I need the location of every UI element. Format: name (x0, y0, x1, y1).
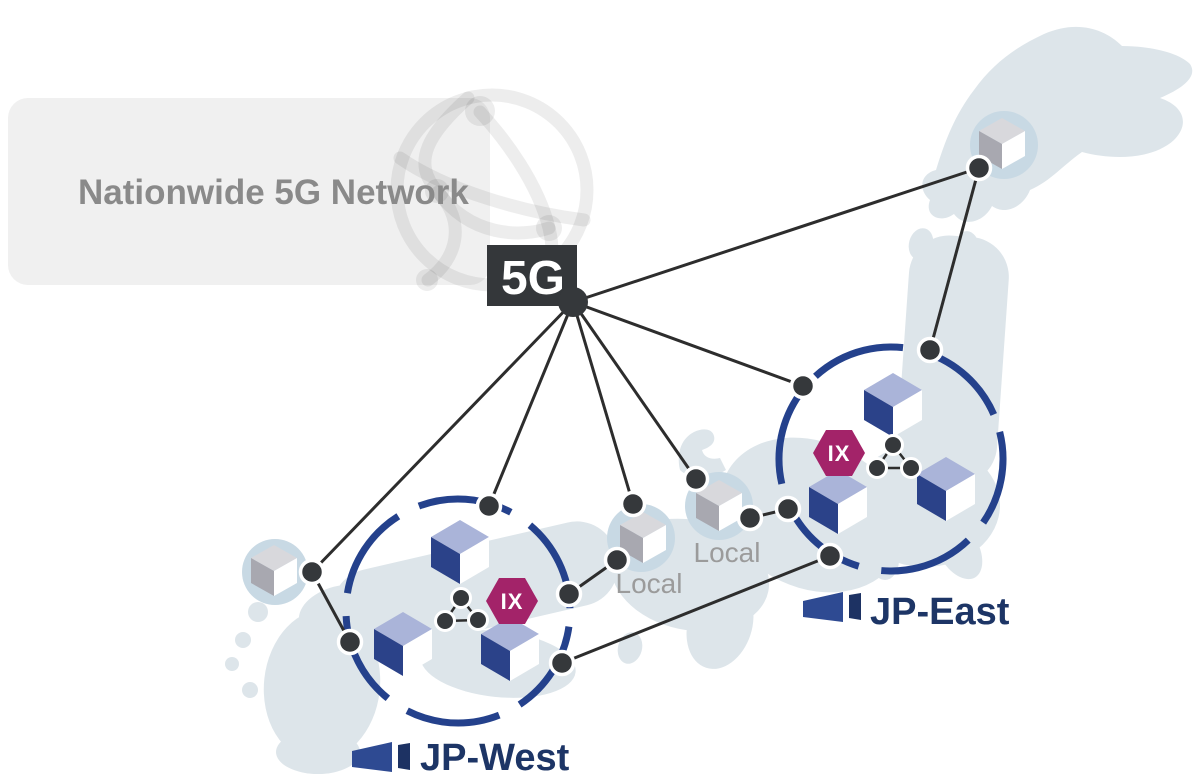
cluster-node (882, 434, 904, 456)
network-link (487, 301, 575, 507)
network-link (572, 166, 980, 304)
page-title: Nationwide 5G Network (78, 173, 469, 212)
region-label-jp-west: JP-West (420, 737, 570, 776)
network-link (310, 571, 352, 643)
server-cube-gray (696, 480, 742, 531)
server-cube-blue (431, 520, 489, 584)
network-node (298, 558, 326, 586)
globe-network-icon (390, 88, 594, 292)
network-node (736, 504, 764, 532)
network-link (571, 301, 635, 505)
title-banner: Nationwide 5G Network (8, 88, 594, 292)
network-node (965, 154, 993, 182)
hub-5g-label: 5G (501, 252, 565, 305)
server-cube-blue (864, 373, 922, 437)
cluster-node (866, 457, 888, 479)
network-link (572, 300, 804, 388)
server-cube-blue (374, 612, 432, 676)
server-cube-blue (917, 457, 975, 521)
local-hub-label: Local (694, 537, 761, 568)
server-cube-gray (251, 545, 297, 596)
network-node (603, 546, 631, 574)
ix-badge-label: IX (828, 441, 851, 466)
network-node (619, 490, 647, 518)
network-node (336, 628, 364, 656)
ix-badge-hexagon (813, 430, 865, 476)
hub-node (558, 287, 588, 317)
server-cube-blue (809, 470, 867, 534)
local-hub-label: Local (616, 568, 683, 599)
region-ring (342, 495, 574, 727)
cluster-node (467, 609, 489, 631)
network-node (816, 542, 844, 570)
network-link (561, 554, 831, 665)
network-node (774, 495, 802, 523)
jp-east-logo-icon (803, 592, 861, 622)
network-link (310, 300, 575, 574)
labels-layer: Local Local IX IX JP-West JP-East (352, 441, 1010, 776)
jp-west-logo-icon (352, 742, 410, 772)
cluster-node (450, 587, 472, 609)
cluster-node (434, 610, 456, 632)
network-node (555, 580, 583, 608)
network-node (548, 649, 576, 677)
server-cube-blue (481, 617, 539, 681)
network-link (571, 301, 698, 480)
banner-background (8, 98, 490, 285)
region-label-jp-east: JP-East (870, 591, 1010, 633)
network-node (475, 492, 503, 520)
cluster-node (900, 457, 922, 479)
region-ring (775, 343, 1007, 575)
hub-5g-box: 5G (487, 245, 577, 306)
network-node (789, 372, 817, 400)
network-node (682, 465, 710, 493)
network-node (916, 336, 944, 364)
server-cube-gray (620, 512, 666, 563)
ix-badge-label: IX (501, 589, 524, 614)
hokkaido-island (922, 26, 1193, 222)
server-cube-gray (979, 118, 1025, 169)
ix-badge-hexagon (486, 578, 538, 624)
network-link (928, 167, 981, 351)
